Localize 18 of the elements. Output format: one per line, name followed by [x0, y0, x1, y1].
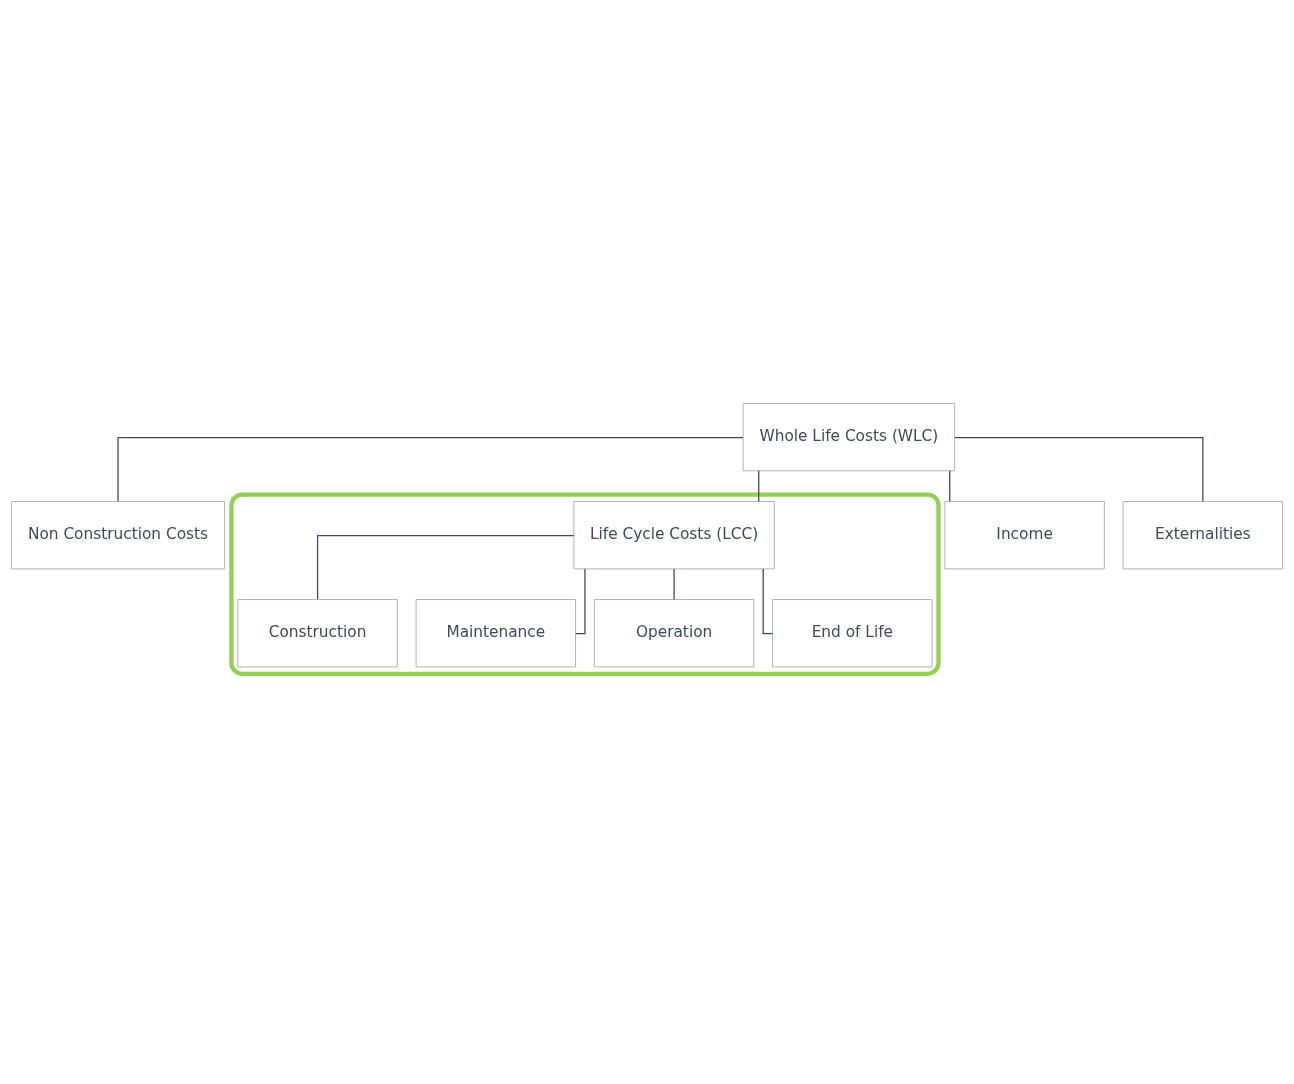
connector	[673, 568, 675, 601]
node-box: Operation	[593, 599, 755, 668]
node-box: Life Cycle Costs (LCC)	[573, 501, 775, 570]
connector	[758, 470, 760, 502]
connector	[117, 436, 744, 502]
connector	[762, 568, 774, 635]
connector	[949, 470, 951, 502]
connector	[316, 534, 575, 600]
node-box: Externalities	[1122, 501, 1283, 570]
node-box: Construction	[237, 599, 398, 668]
node-box: Non Construction Costs	[11, 501, 226, 570]
connector	[575, 568, 586, 635]
node-box: Income	[944, 501, 1105, 570]
cluster	[229, 492, 941, 676]
node-box: Whole Life Costs (WLC)	[742, 403, 956, 472]
connector	[954, 436, 1204, 502]
node-box: Maintenance	[415, 599, 576, 668]
node-box: End of Life	[772, 599, 933, 668]
